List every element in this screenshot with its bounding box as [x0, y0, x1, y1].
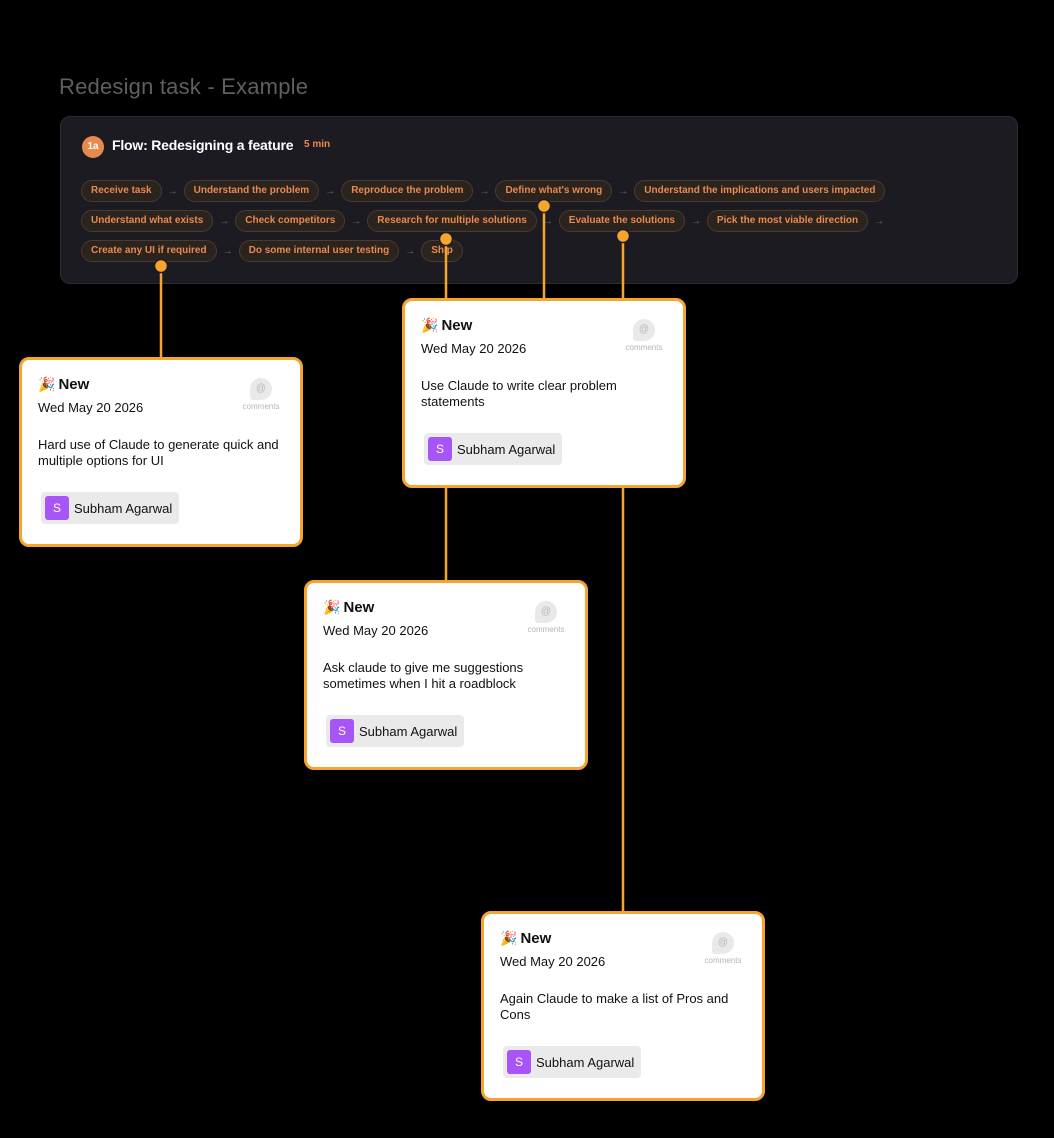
arrow-right-icon: →: [405, 245, 416, 257]
card-body: Ask claude to give me suggestions someti…: [323, 660, 524, 691]
flow-title: Flow: Redesigning a feature: [112, 137, 294, 153]
assignee-name: Subham Agarwal: [359, 723, 458, 739]
at-icon: @: [712, 932, 734, 954]
flow-row: Create any UI if required → Do some inte…: [81, 239, 1001, 263]
arrow-right-icon: →: [874, 215, 885, 227]
step-chip-create-ui[interactable]: Create any UI if required: [81, 240, 217, 262]
assignee-chip[interactable]: S Subham Agarwal: [503, 1046, 642, 1078]
party-popper-icon: 🎉: [421, 317, 439, 333]
flow-badge: 1a: [82, 136, 104, 158]
assignee-name: Subham Agarwal: [536, 1054, 635, 1070]
avatar: S: [330, 719, 354, 743]
assignee-chip[interactable]: S Subham Agarwal: [41, 492, 180, 524]
party-popper-icon: 🎉: [38, 376, 56, 392]
step-chip-ship[interactable]: Ship: [421, 240, 463, 262]
flow-steps: Receive task → Understand the problem → …: [81, 179, 1001, 269]
arrow-right-icon: →: [690, 215, 701, 227]
at-icon: @: [535, 601, 557, 623]
assignee-chip[interactable]: S Subham Agarwal: [424, 433, 563, 465]
comments-button[interactable]: @ comments: [621, 319, 667, 352]
arrow-right-icon: →: [325, 185, 336, 197]
assignee-name: Subham Agarwal: [457, 441, 556, 457]
idea-card[interactable]: 🎉New Wed May 20 2026 @ comments Hard use…: [19, 357, 303, 547]
card-body: Again Claude to make a list of Pros and …: [500, 991, 729, 1022]
arrow-right-icon: →: [167, 185, 178, 197]
comments-button[interactable]: @ comments: [238, 378, 284, 411]
step-chip-reproduce-problem[interactable]: Reproduce the problem: [341, 180, 474, 202]
arrow-right-icon: →: [351, 215, 362, 227]
card-date: Wed May 20 2026: [500, 954, 606, 969]
idea-card[interactable]: 🎉New Wed May 20 2026 @ comments Use Clau…: [402, 298, 686, 488]
status-label: New: [58, 376, 90, 393]
card-date: Wed May 20 2026: [421, 341, 527, 356]
step-chip-research-solutions[interactable]: Research for multiple solutions: [367, 210, 537, 232]
comments-button[interactable]: @ comments: [700, 932, 746, 965]
status-label: New: [441, 317, 473, 334]
comments-button[interactable]: @ comments: [523, 601, 569, 634]
card-status: 🎉New: [38, 376, 89, 393]
assignee-chip[interactable]: S Subham Agarwal: [326, 715, 465, 747]
card-body: Hard use of Claude to generate quick and…: [38, 437, 279, 468]
avatar: S: [45, 496, 69, 520]
step-chip-pick-direction[interactable]: Pick the most viable direction: [706, 210, 869, 232]
step-chip-internal-user-testing[interactable]: Do some internal user testing: [238, 240, 400, 262]
step-chip-evaluate-solutions[interactable]: Evaluate the solutions: [558, 210, 685, 232]
status-label: New: [520, 930, 552, 947]
at-icon: @: [633, 319, 655, 341]
idea-card[interactable]: 🎉New Wed May 20 2026 @ comments Ask clau…: [304, 580, 588, 770]
at-icon: @: [250, 378, 272, 400]
arrow-right-icon: →: [222, 245, 233, 257]
status-label: New: [343, 599, 375, 616]
card-status: 🎉New: [323, 599, 374, 616]
card-status: 🎉New: [500, 930, 551, 947]
step-chip-understand-problem[interactable]: Understand the problem: [183, 180, 320, 202]
flow-row: Understand what exists → Check competito…: [81, 209, 1001, 233]
arrow-right-icon: →: [542, 215, 553, 227]
board-title: Redesign task - Example: [59, 74, 309, 99]
party-popper-icon: 🎉: [500, 930, 518, 946]
step-chip-understand-what-exists[interactable]: Understand what exists: [81, 210, 214, 232]
comments-label: comments: [625, 343, 663, 352]
comments-label: comments: [704, 956, 742, 965]
flow-row: Receive task → Understand the problem → …: [81, 179, 1001, 203]
idea-card[interactable]: 🎉New Wed May 20 2026 @ comments Again Cl…: [481, 911, 765, 1101]
step-chip-understand-implications[interactable]: Understand the implications and users im…: [634, 180, 886, 202]
party-popper-icon: 🎉: [323, 599, 341, 615]
card-body: Use Claude to write clear problem statem…: [421, 378, 617, 409]
card-status: 🎉New: [421, 317, 472, 334]
flow-panel[interactable]: 1a Flow: Redesigning a feature 5 min Rec…: [60, 116, 1018, 284]
card-date: Wed May 20 2026: [323, 623, 429, 638]
assignee-name: Subham Agarwal: [74, 500, 173, 516]
arrow-right-icon: →: [618, 185, 629, 197]
arrow-right-icon: →: [219, 215, 230, 227]
arrow-right-icon: →: [479, 185, 490, 197]
comments-label: comments: [242, 402, 280, 411]
flow-duration: 5 min: [304, 139, 331, 150]
step-chip-define-whats-wrong[interactable]: Define what's wrong: [495, 180, 613, 202]
card-date: Wed May 20 2026: [38, 400, 144, 415]
avatar: S: [428, 437, 452, 461]
avatar: S: [507, 1050, 531, 1074]
step-chip-check-competitors[interactable]: Check competitors: [235, 210, 346, 232]
comments-label: comments: [527, 625, 565, 634]
step-chip-receive-task[interactable]: Receive task: [81, 180, 162, 202]
